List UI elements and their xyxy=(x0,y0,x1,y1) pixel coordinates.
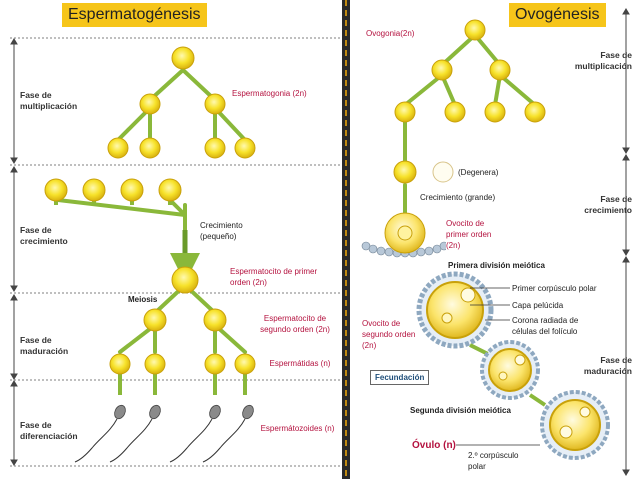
label-primary-oocyte: Ovocito de primer orden (2n) xyxy=(446,218,506,251)
label-zona-pellucida: Capa pelúcida xyxy=(512,301,564,310)
left-phase-arrows xyxy=(10,38,18,466)
spermatozoa xyxy=(114,404,254,420)
pointer-lines xyxy=(455,287,540,446)
label-growth-large: Crecimiento (grande) xyxy=(420,193,496,202)
sperm-tails xyxy=(74,418,246,463)
label-degenerates: (Degenera) xyxy=(458,168,499,177)
center-divider xyxy=(342,0,350,479)
label-second-meiotic-division: Segunda división meiótica xyxy=(410,406,511,415)
label-oogonia: Ovogonia(2n) xyxy=(366,28,415,39)
ovum xyxy=(540,390,610,460)
left-cells xyxy=(44,46,256,375)
label-primary-spermatocyte: Espermatocito de primer orden (2n) xyxy=(230,266,330,288)
label-ovum: Óvulo (n) xyxy=(412,440,456,451)
label-first-meiotic-division: Primera división meiótica xyxy=(448,261,545,270)
right-tree-connectors xyxy=(403,33,537,217)
primary-oocyte xyxy=(361,212,449,258)
label-spermatozoa: Espermátozoides (n) xyxy=(255,423,340,434)
phase-growth-right: Fase de crecimiento xyxy=(584,194,632,215)
label-first-polar-body: Primer corpúsculo polar xyxy=(512,284,597,293)
label-meiosis: Meiosis xyxy=(128,295,158,304)
phase-multiplication-right: Fase de multiplicación xyxy=(574,50,632,71)
right-phase-arrows xyxy=(622,8,630,476)
phase-maturation-right: Fase de maduración xyxy=(583,355,632,376)
label-corona-radiata: Corona radiada de células del folículo xyxy=(512,316,579,336)
fertilized-oocyte xyxy=(480,340,540,400)
label-second-polar-body: 2.º corpúsculo polar xyxy=(468,451,519,471)
label-secondary-oocyte: Ovocito de segundo orden (2n) xyxy=(362,318,417,351)
right-cells xyxy=(393,19,546,184)
title-spermatogenesis: Espermatogénesis xyxy=(62,3,207,27)
phase-differentiation-left: Fase de diferenciación xyxy=(20,420,78,441)
phase-maturation-left: Fase de maduración xyxy=(20,335,69,356)
phase-multiplication-left: Fase de multiplicación xyxy=(20,90,78,111)
label-spermatogonia: Espermatogonia (2n) xyxy=(232,88,307,99)
phase-growth-left: Fase de crecimiento xyxy=(20,225,68,246)
fertilization-box: Fecundación xyxy=(370,370,430,385)
label-growth-small: Crecimiento (pequeño) xyxy=(200,221,243,241)
label-spermatids: Espermátidas (n) xyxy=(265,358,335,369)
title-oogenesis: Ovogénesis xyxy=(509,3,606,27)
secondary-oocyte xyxy=(416,271,494,349)
label-secondary-spermatocyte: Espermatocito de segundo orden (2n) xyxy=(250,313,340,335)
